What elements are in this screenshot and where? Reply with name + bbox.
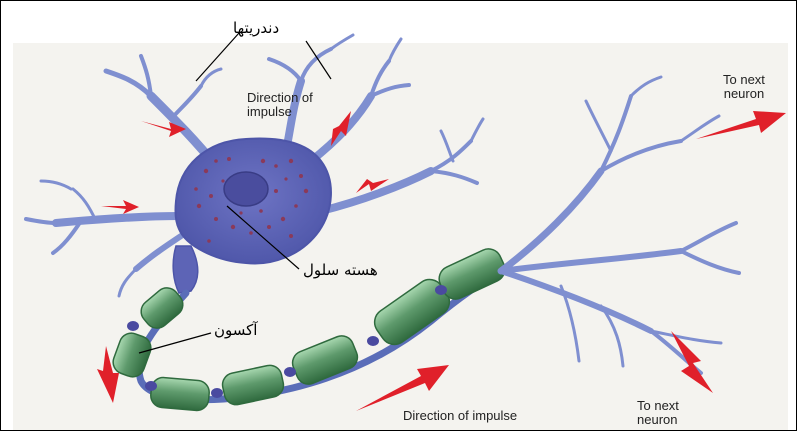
direction-label-top-line1: Direction of [247,91,313,105]
to-next-bottom-line2: neuron [637,413,679,427]
nucleus-label: هسته سلول [303,263,378,279]
arrow-icon [356,365,449,411]
axon-label: آکسون [214,323,257,339]
to-next-top-line2: neuron [723,87,765,101]
arrow-icon [101,200,139,214]
direction-label-top: Direction of impulse [247,91,313,118]
to-next-top-line1: To next [723,73,765,87]
dendrites-label: دندریتها [233,21,279,37]
axon-terminals [501,77,739,373]
axon-hillock [173,246,198,293]
to-next-neuron-label-top: To next neuron [723,73,765,100]
direction-label-top-line2: impulse [247,105,313,119]
arrow-icon [696,111,786,139]
to-next-bottom-line1: To next [637,399,679,413]
direction-label-bottom: Direction of impulse [403,409,517,423]
nucleus [224,172,268,206]
to-next-neuron-label-bottom: To next neuron [637,399,679,426]
